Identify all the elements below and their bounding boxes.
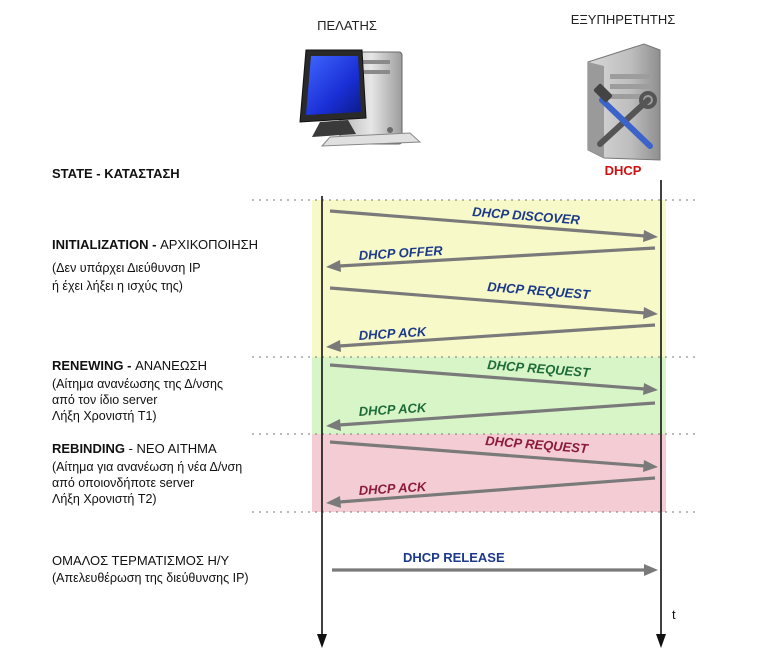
release-title: ΟΜΑΛΟΣ ΤΕΡΜΑΤΙΣΜΟΣ Η/Υ <box>52 553 230 568</box>
svg-text:RENEWING - ΑΝΑΝΕΩΣΗ: RENEWING - ΑΝΑΝΕΩΣΗ <box>52 358 207 373</box>
renew-desc-line: Λήξη Χρονιστή T1) <box>52 409 157 423</box>
state-label: STATE - ΚΑΤΑΣΤΑΣΗ <box>52 166 180 181</box>
rebind-desc-line: (Αίτημα για ανανέωση ή νέα Δ/νση <box>52 460 242 474</box>
message-label: DHCP ACK <box>358 479 428 498</box>
init-desc-line: ή έχει λήξει η ισχύς της) <box>52 279 183 293</box>
init-desc-line: (Δεν υπάρχει Διεύθυνση IP <box>52 261 201 275</box>
init-band <box>312 200 666 357</box>
message-arrow-ack-init: DHCP ACK <box>326 323 656 352</box>
phase-separators <box>252 199 700 513</box>
message-arrow-release: DHCP RELEASE <box>332 550 658 576</box>
message-label: DHCP OFFER <box>358 243 443 263</box>
rebind-desc-line: από οποιονδήποτε server <box>52 476 194 490</box>
rebind-title-bold: REBINDING <box>52 441 125 456</box>
server-timeline <box>656 180 666 648</box>
message-label: DHCP ACK <box>358 324 428 343</box>
renew-desc-line: από τον ίδιο server <box>52 393 157 407</box>
svg-text:REBINDING - ΝΕΟ ΑΙΤΗΜΑ: REBINDING - ΝΕΟ ΑΙΤΗΜΑ <box>52 441 217 456</box>
release-desc: (Απελευθέρωση της διεύθυνσης IP) <box>52 571 249 585</box>
server-with-tools-icon <box>587 43 661 161</box>
svg-text:INITIALIZATION - ΑΡΧΙΚΟΠΟΙΗΣΗ: INITIALIZATION - ΑΡΧΙΚΟΠΟΙΗΣΗ <box>52 237 258 252</box>
renew-band <box>312 357 666 434</box>
server-label: ΕΞΥΠΗΡΕΤΗΤΗΣ <box>571 12 676 27</box>
desktop-computer-icon <box>299 49 422 147</box>
message-arrow-ack-renew: DHCP ACK <box>326 400 656 431</box>
rebind-title: - ΝΕΟ ΑΙΤΗΜΑ <box>125 441 217 456</box>
client-timeline <box>317 196 327 648</box>
renew-title: ΑΝΑΝΕΩΣΗ <box>135 358 207 373</box>
renew-title-bold: RENEWING - <box>52 358 135 373</box>
server-badge: DHCP <box>605 163 642 178</box>
rebind-description: REBINDING - ΝΕΟ ΑΙΤΗΜΑ (Αίτημα για ανανέ… <box>52 441 242 506</box>
message-label: DHCP ACK <box>358 400 428 419</box>
rebind-desc-line: Λήξη Χρονιστή T2) <box>52 492 157 506</box>
renew-description: RENEWING - ΑΝΑΝΕΩΣΗ (Αίτημα ανανέωσης τη… <box>52 358 223 423</box>
message-label: DHCP RELEASE <box>403 550 505 565</box>
client-label: ΠΕΛΑΤΗΣ <box>317 18 377 33</box>
message-arrow-offer: DHCP OFFER <box>326 243 656 272</box>
message-arrow-ack-rebind: DHCP ACK <box>326 476 656 508</box>
init-title-bold: INITIALIZATION - <box>52 237 160 252</box>
init-title: ΑΡΧΙΚΟΠΟΙΗΣΗ <box>160 237 258 252</box>
renew-desc-line: (Αίτημα ανανέωσης της Δ/νσης <box>52 377 223 391</box>
release-description: ΟΜΑΛΟΣ ΤΕΡΜΑΤΙΣΜΟΣ Η/Υ (Απελευθέρωση της… <box>52 553 249 585</box>
time-label: t <box>672 607 676 622</box>
init-description: INITIALIZATION - ΑΡΧΙΚΟΠΟΙΗΣΗ (Δεν υπάρχ… <box>52 237 258 293</box>
